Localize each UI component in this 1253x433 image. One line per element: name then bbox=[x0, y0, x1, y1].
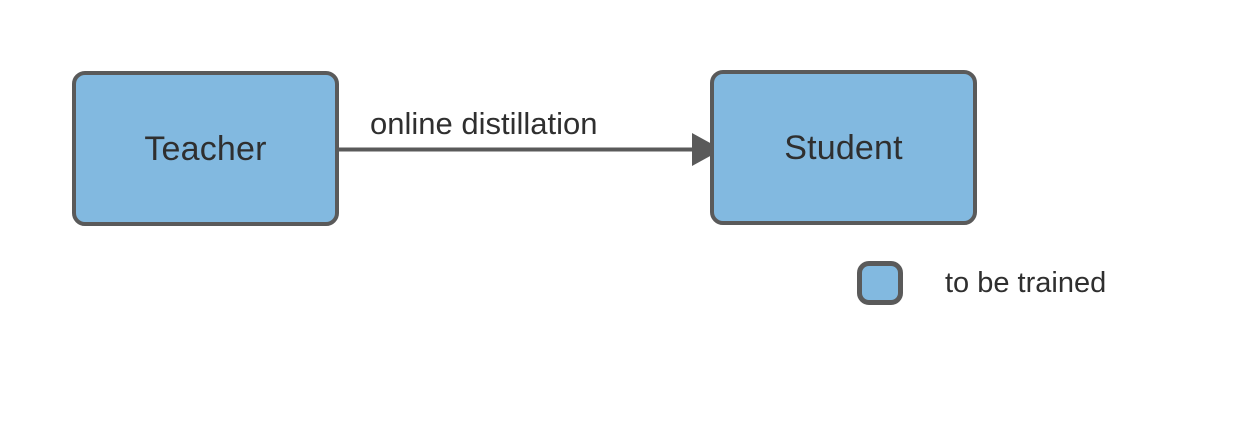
node-student-label: Student bbox=[784, 128, 903, 167]
node-teacher-label: Teacher bbox=[144, 129, 267, 168]
node-teacher[interactable]: Teacher bbox=[72, 71, 339, 226]
node-student[interactable]: Student bbox=[710, 70, 977, 225]
legend-label-to-be-trained: to be trained bbox=[945, 266, 1107, 299]
legend-swatch-to-be-trained bbox=[857, 261, 903, 305]
edge-teacher-to-student-label: online distillation bbox=[370, 106, 598, 141]
legend: to be trained bbox=[857, 261, 1106, 305]
